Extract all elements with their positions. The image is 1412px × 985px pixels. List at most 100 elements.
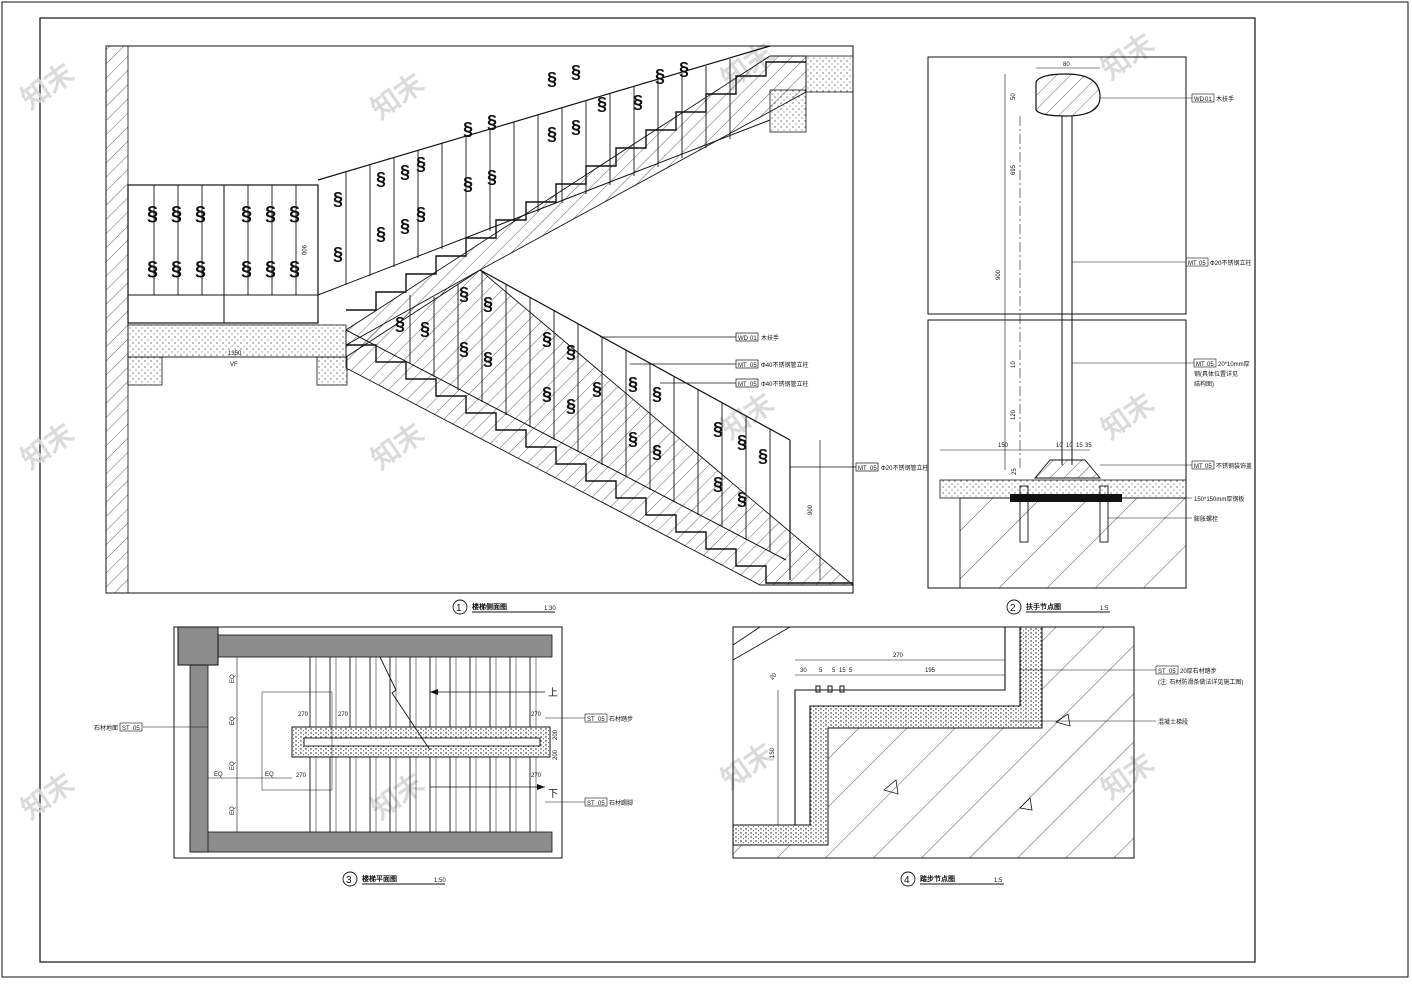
view2-tag-text-handrail: 木扶手 [1216, 95, 1234, 103]
view2-dim-25: 25 [1012, 468, 1018, 475]
view1-dim-900-landing: 900 [300, 245, 306, 256]
svg-text:知末: 知末 [15, 417, 79, 475]
svg-text:§: § [547, 124, 557, 144]
svg-text:§: § [652, 384, 662, 404]
svg-text:§: § [265, 258, 276, 280]
svg-text:§: § [147, 203, 158, 225]
view3-dim-200-a: 200 [553, 729, 559, 740]
view1-title: 楼梯侧面图 [472, 602, 507, 611]
view1-upper-balusters [345, 59, 731, 285]
view3-eq-4: EQ [230, 806, 236, 815]
view2-bolt-left [1019, 485, 1029, 543]
view3-arrow-up-head [430, 689, 438, 695]
view4-triangle-c [1019, 797, 1033, 811]
svg-text:§: § [241, 258, 252, 280]
view1-tag-sub-post-a: 05 [750, 363, 757, 369]
view3-dim-box [261, 691, 333, 791]
view3-tag-code-tread: ST [587, 717, 595, 723]
svg-text:§: § [289, 203, 300, 225]
view2-decor-cover [1034, 459, 1101, 479]
view2-number-circle [1006, 599, 1022, 615]
view1-landing-balusters [153, 185, 297, 295]
view4-dim-270: 270 [893, 653, 904, 659]
view1-lower-balusters [409, 271, 771, 552]
view1-upper-bottom-rail [317, 119, 771, 296]
view3-tag-text-tread: 石材踏步 [609, 715, 633, 723]
svg-text:§: § [241, 203, 252, 225]
view3-well-rail [303, 737, 541, 747]
svg-text:§: § [487, 112, 497, 132]
view4-triangle-b [883, 779, 899, 795]
svg-text:§: § [679, 59, 689, 79]
view2-dim-15: 15 [1076, 443, 1083, 449]
view3-eq-6: EQ [265, 772, 274, 778]
svg-text:§: § [571, 62, 581, 82]
view3-dim-270-d: 270 [296, 773, 307, 779]
view2-dim-10b: 10 [1056, 443, 1063, 449]
view2-steel-plate [1010, 494, 1122, 502]
svg-text:§: § [265, 203, 276, 225]
view3-frame [173, 626, 563, 859]
view1-landing-beam-left [127, 356, 163, 386]
view2-handrail-detail: 80 50 695 900 10 120 150 10 10 15 35 25 … [927, 56, 1252, 615]
view1-stair-elevation: §§§ §§§ §§§ §§§ 900 §§§§ §§§§ §§§§ §§§§ … [105, 45, 928, 615]
view3-wall-bottom [189, 831, 553, 853]
view3-column [177, 626, 219, 666]
view2-dim-80: 80 [1063, 62, 1070, 68]
view3-dim-270-e: 270 [531, 773, 542, 779]
view2-tags [1072, 93, 1217, 519]
svg-text:§: § [333, 189, 343, 209]
svg-text:§: § [171, 258, 182, 280]
view2-note-a: 钢(具体位置详见 [1194, 370, 1238, 378]
svg-text:知末: 知末 [1095, 27, 1159, 85]
svg-text:§: § [459, 284, 469, 304]
view1-tag-text-post-a: Φ40不锈钢管立柱 [761, 361, 808, 369]
svg-text:§: § [633, 92, 643, 112]
view1-upper-handrail [317, 45, 771, 181]
view1-number-circle [452, 599, 468, 615]
view2-note-b: 结构图) [1194, 380, 1214, 388]
svg-text:§: § [487, 167, 497, 187]
view4-tag-code: ST [1158, 669, 1166, 675]
view3-stair-plan: 上 下 EQ EQ EQ EQ EQ EQ 270 270 270 270 27… [94, 626, 633, 887]
view1-lower-bottom-rail [345, 329, 787, 561]
view3-up-label: 上 [548, 687, 558, 699]
view3-tag-sub-skirting: 05 [598, 801, 605, 807]
svg-text:§: § [597, 94, 607, 114]
view1-tag-sub-handrail: 01 [750, 336, 757, 342]
svg-text:§: § [737, 432, 747, 452]
view1-tag-code-post-c: MT [858, 466, 867, 472]
view2-tag-sub-cover: 05 [1205, 464, 1212, 470]
view1-scroll-ornaments: §§§ §§§ §§§ §§§ [147, 203, 300, 280]
view4-dim-5b: 5 [832, 668, 836, 674]
svg-text:§: § [483, 349, 493, 369]
view3-dim-270-b: 270 [338, 712, 349, 718]
view3-tag-text-skirting: 石材踢脚 [609, 799, 633, 807]
svg-text:§: § [758, 446, 768, 466]
svg-text:§: § [395, 314, 405, 334]
view1-scale: 1:30 [544, 606, 556, 612]
svg-text:§: § [171, 203, 182, 225]
view4-dim-5a: 5 [819, 668, 823, 674]
svg-text:§: § [592, 379, 602, 399]
view1-tag-text-post-c: Φ20不锈钢管立柱 [881, 464, 928, 472]
view3-tag-code-skirting: ST [587, 801, 595, 807]
view3-dim-270-c: 270 [531, 712, 542, 718]
svg-text:§: § [289, 258, 300, 280]
svg-text:§: § [416, 154, 426, 174]
view2-tag-code-handrail: WD [1194, 97, 1205, 103]
view3-eq-3: EQ [230, 761, 236, 770]
view3-arrow-down-head [537, 784, 545, 790]
view4-number-circle [900, 871, 916, 887]
svg-text:§: § [542, 384, 552, 404]
view3-eq-5: EQ [214, 772, 223, 778]
svg-text:§: § [628, 429, 638, 449]
view4-note: (注: 石材防滑条做法详见施工图) [1158, 678, 1243, 686]
svg-text:§: § [195, 203, 206, 225]
view1-tags [600, 332, 879, 472]
view1-dim-900-flight: 900 [808, 504, 814, 515]
view4-dim-5c: 5 [849, 668, 853, 674]
view2-title: 扶手节点图 [1026, 602, 1061, 611]
